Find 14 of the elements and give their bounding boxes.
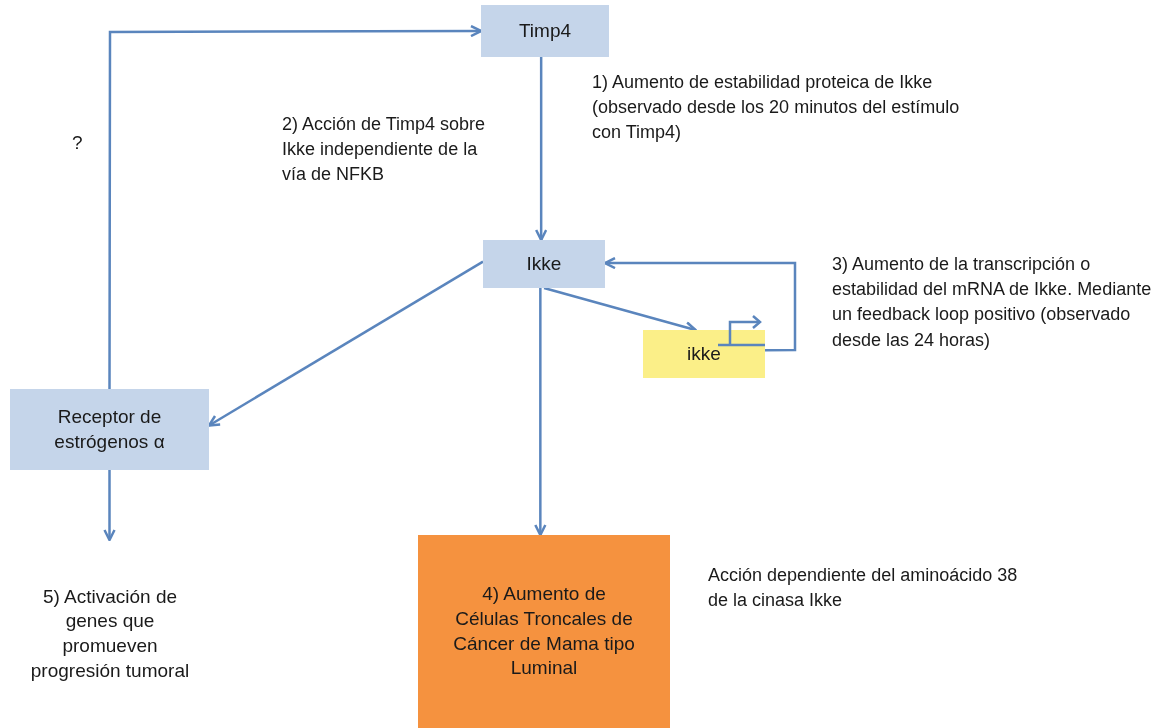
annotation-text: 1) Aumento de estabilidad proteica de Ikke (observado desde los 20 minutos del estímulo con Timp4) — [592, 71, 961, 145]
arrow — [534, 57, 548, 242]
process-box: 4) Aumento de Células Troncales de Cáncer de Mama tipo Luminal — [418, 535, 670, 728]
annotation-text: 3) Aumento de la transcripción o estabilidad del mRNA de Ikke. Mediante un feedback loop positivo (observado desde las 24 horas) — [832, 253, 1152, 352]
process-box: Ikke — [483, 240, 605, 288]
note-text: 5) Activación de genes que promueven progresión tumoral — [14, 540, 206, 728]
process-box: Receptor de estrógenos α — [10, 389, 209, 470]
process-box: Timp4 — [481, 5, 609, 57]
annotation-text: 2) Acción de Timp4 sobre Ikke independiente de la vía de NFKB — [282, 113, 487, 187]
arrow — [534, 288, 547, 537]
arrow — [108, 24, 483, 389]
annotation-text: Acción dependiente del aminoácido 38 de la cinasa Ikke — [708, 564, 1019, 613]
gene-box: ikke — [643, 330, 765, 378]
arrow — [103, 470, 116, 542]
